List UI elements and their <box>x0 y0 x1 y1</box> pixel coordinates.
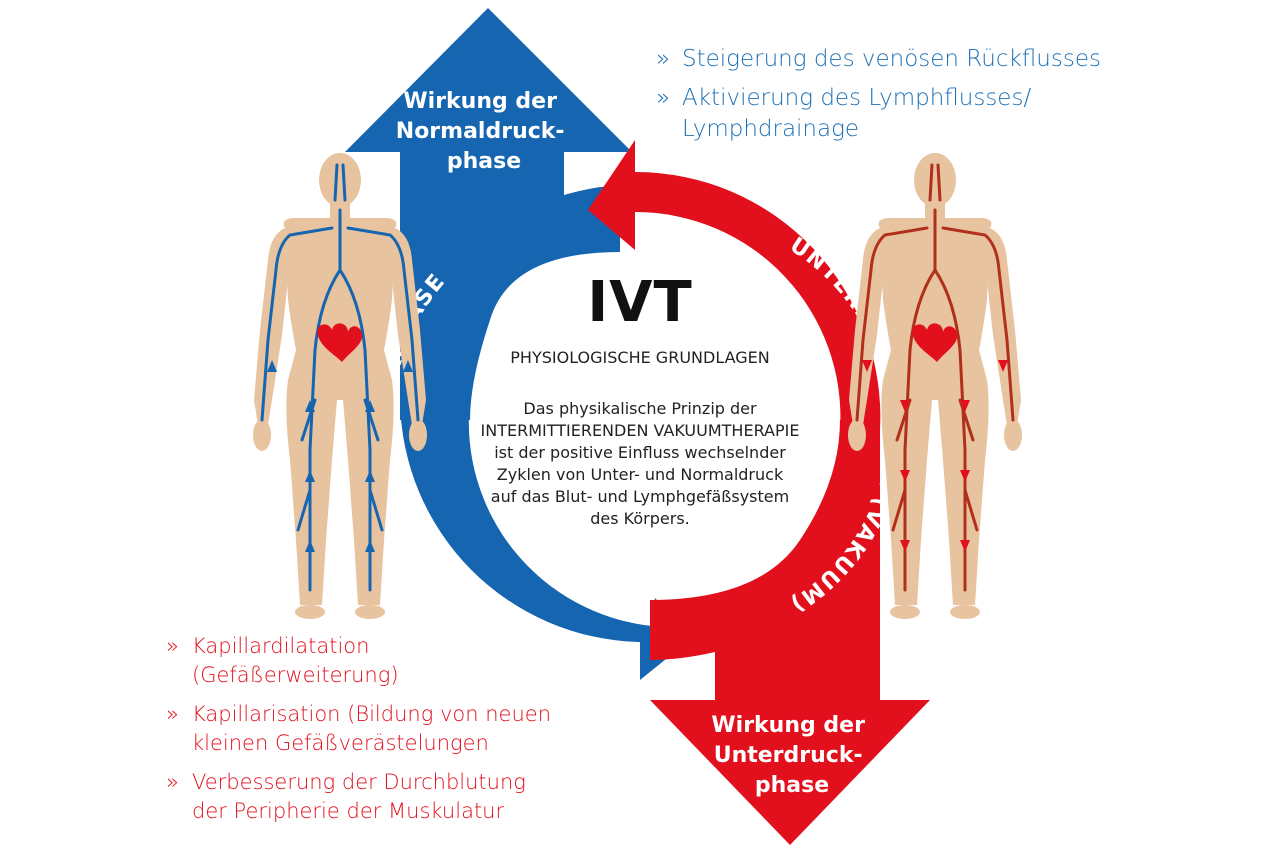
unterdruck-effects-list: » Kapillardilatation (Gefäßerweiterung) … <box>166 632 551 836</box>
list-item-text: Steigerung des venösen Rückflusses <box>682 46 1101 72</box>
description-line: Das physikalische Prinzip der <box>523 399 757 418</box>
list-item: » Kapillardilatation (Gefäßerweiterung) <box>166 632 551 690</box>
list-item-text: kleinen Gefäßverästelungen <box>192 731 489 755</box>
chevron-right-icon: » <box>166 634 179 658</box>
down-arrow-label-line-1: Wirkung der <box>711 713 865 738</box>
venous-system-body-icon <box>253 153 427 619</box>
unterdruck-arc <box>588 140 881 430</box>
chevron-right-icon: » <box>166 770 179 794</box>
principle-description: Das physikalische Prinzip der INTERMITTI… <box>440 398 840 530</box>
up-arrow-label-line-1: Wirkung der <box>403 89 557 114</box>
description-line: INTERMITTIERENDEN VAKUUMTHERAPIE <box>480 421 800 440</box>
description-line: ist der positive Einfluss wechselnder <box>494 443 786 462</box>
down-arrow-label-line-3: phase <box>755 773 829 798</box>
diagram-title: IVT <box>587 270 693 335</box>
chevron-right-icon: » <box>656 46 671 72</box>
chevron-right-icon: » <box>656 85 671 111</box>
down-arrow-label: Wirkung der Unterdruck- phase <box>711 713 872 798</box>
chevron-right-icon: » <box>166 702 179 726</box>
list-item: » Aktivierung des Lymphflusses/ Lymphdra… <box>656 83 1101 145</box>
heart-icon <box>912 323 958 362</box>
list-item-text: der Peripherie der Muskulatur <box>192 799 505 823</box>
description-line: auf das Blut- und Lymphgefäßsystem <box>490 487 790 506</box>
unterdruck-down-arrow <box>650 420 930 845</box>
normaldruck-effects-list: » Steigerung des venösen Rückflusses » A… <box>656 44 1101 153</box>
list-item-text: Kapillarisation (Bildung von neuen <box>192 702 552 726</box>
up-arrow-label-line-3: phase <box>447 149 521 174</box>
description-line: Zyklen von Unter- und Normaldruck <box>496 465 784 484</box>
heart-icon <box>317 323 363 362</box>
diagram-subtitle: PHYSIOLOGISCHE GRUNDLAGEN <box>510 348 770 367</box>
list-item-text: Verbesserung der Durchblutung <box>192 770 526 794</box>
list-item-text: (Gefäßerweiterung) <box>192 663 399 687</box>
arterial-system-body-icon <box>848 153 1022 619</box>
description-line: des Körpers. <box>590 509 690 528</box>
list-item: » Kapillarisation (Bildung von neuen kle… <box>166 700 551 758</box>
normaldruck-arc <box>400 400 692 680</box>
list-item-text: Aktivierung des Lymphflusses/ <box>682 85 1032 111</box>
down-arrow-label-line-2: Unterdruck- <box>714 743 863 768</box>
up-arrow-label: Wirkung der Normaldruck- phase <box>396 89 572 174</box>
list-item-text: Lymphdrainage <box>682 116 860 142</box>
list-item: » Steigerung des venösen Rückflusses <box>656 44 1101 75</box>
list-item: » Verbesserung der Durchblutung der Peri… <box>166 768 551 826</box>
list-item-text: Kapillardilatation <box>192 634 370 658</box>
up-arrow-label-line-2: Normaldruck- <box>396 119 565 144</box>
